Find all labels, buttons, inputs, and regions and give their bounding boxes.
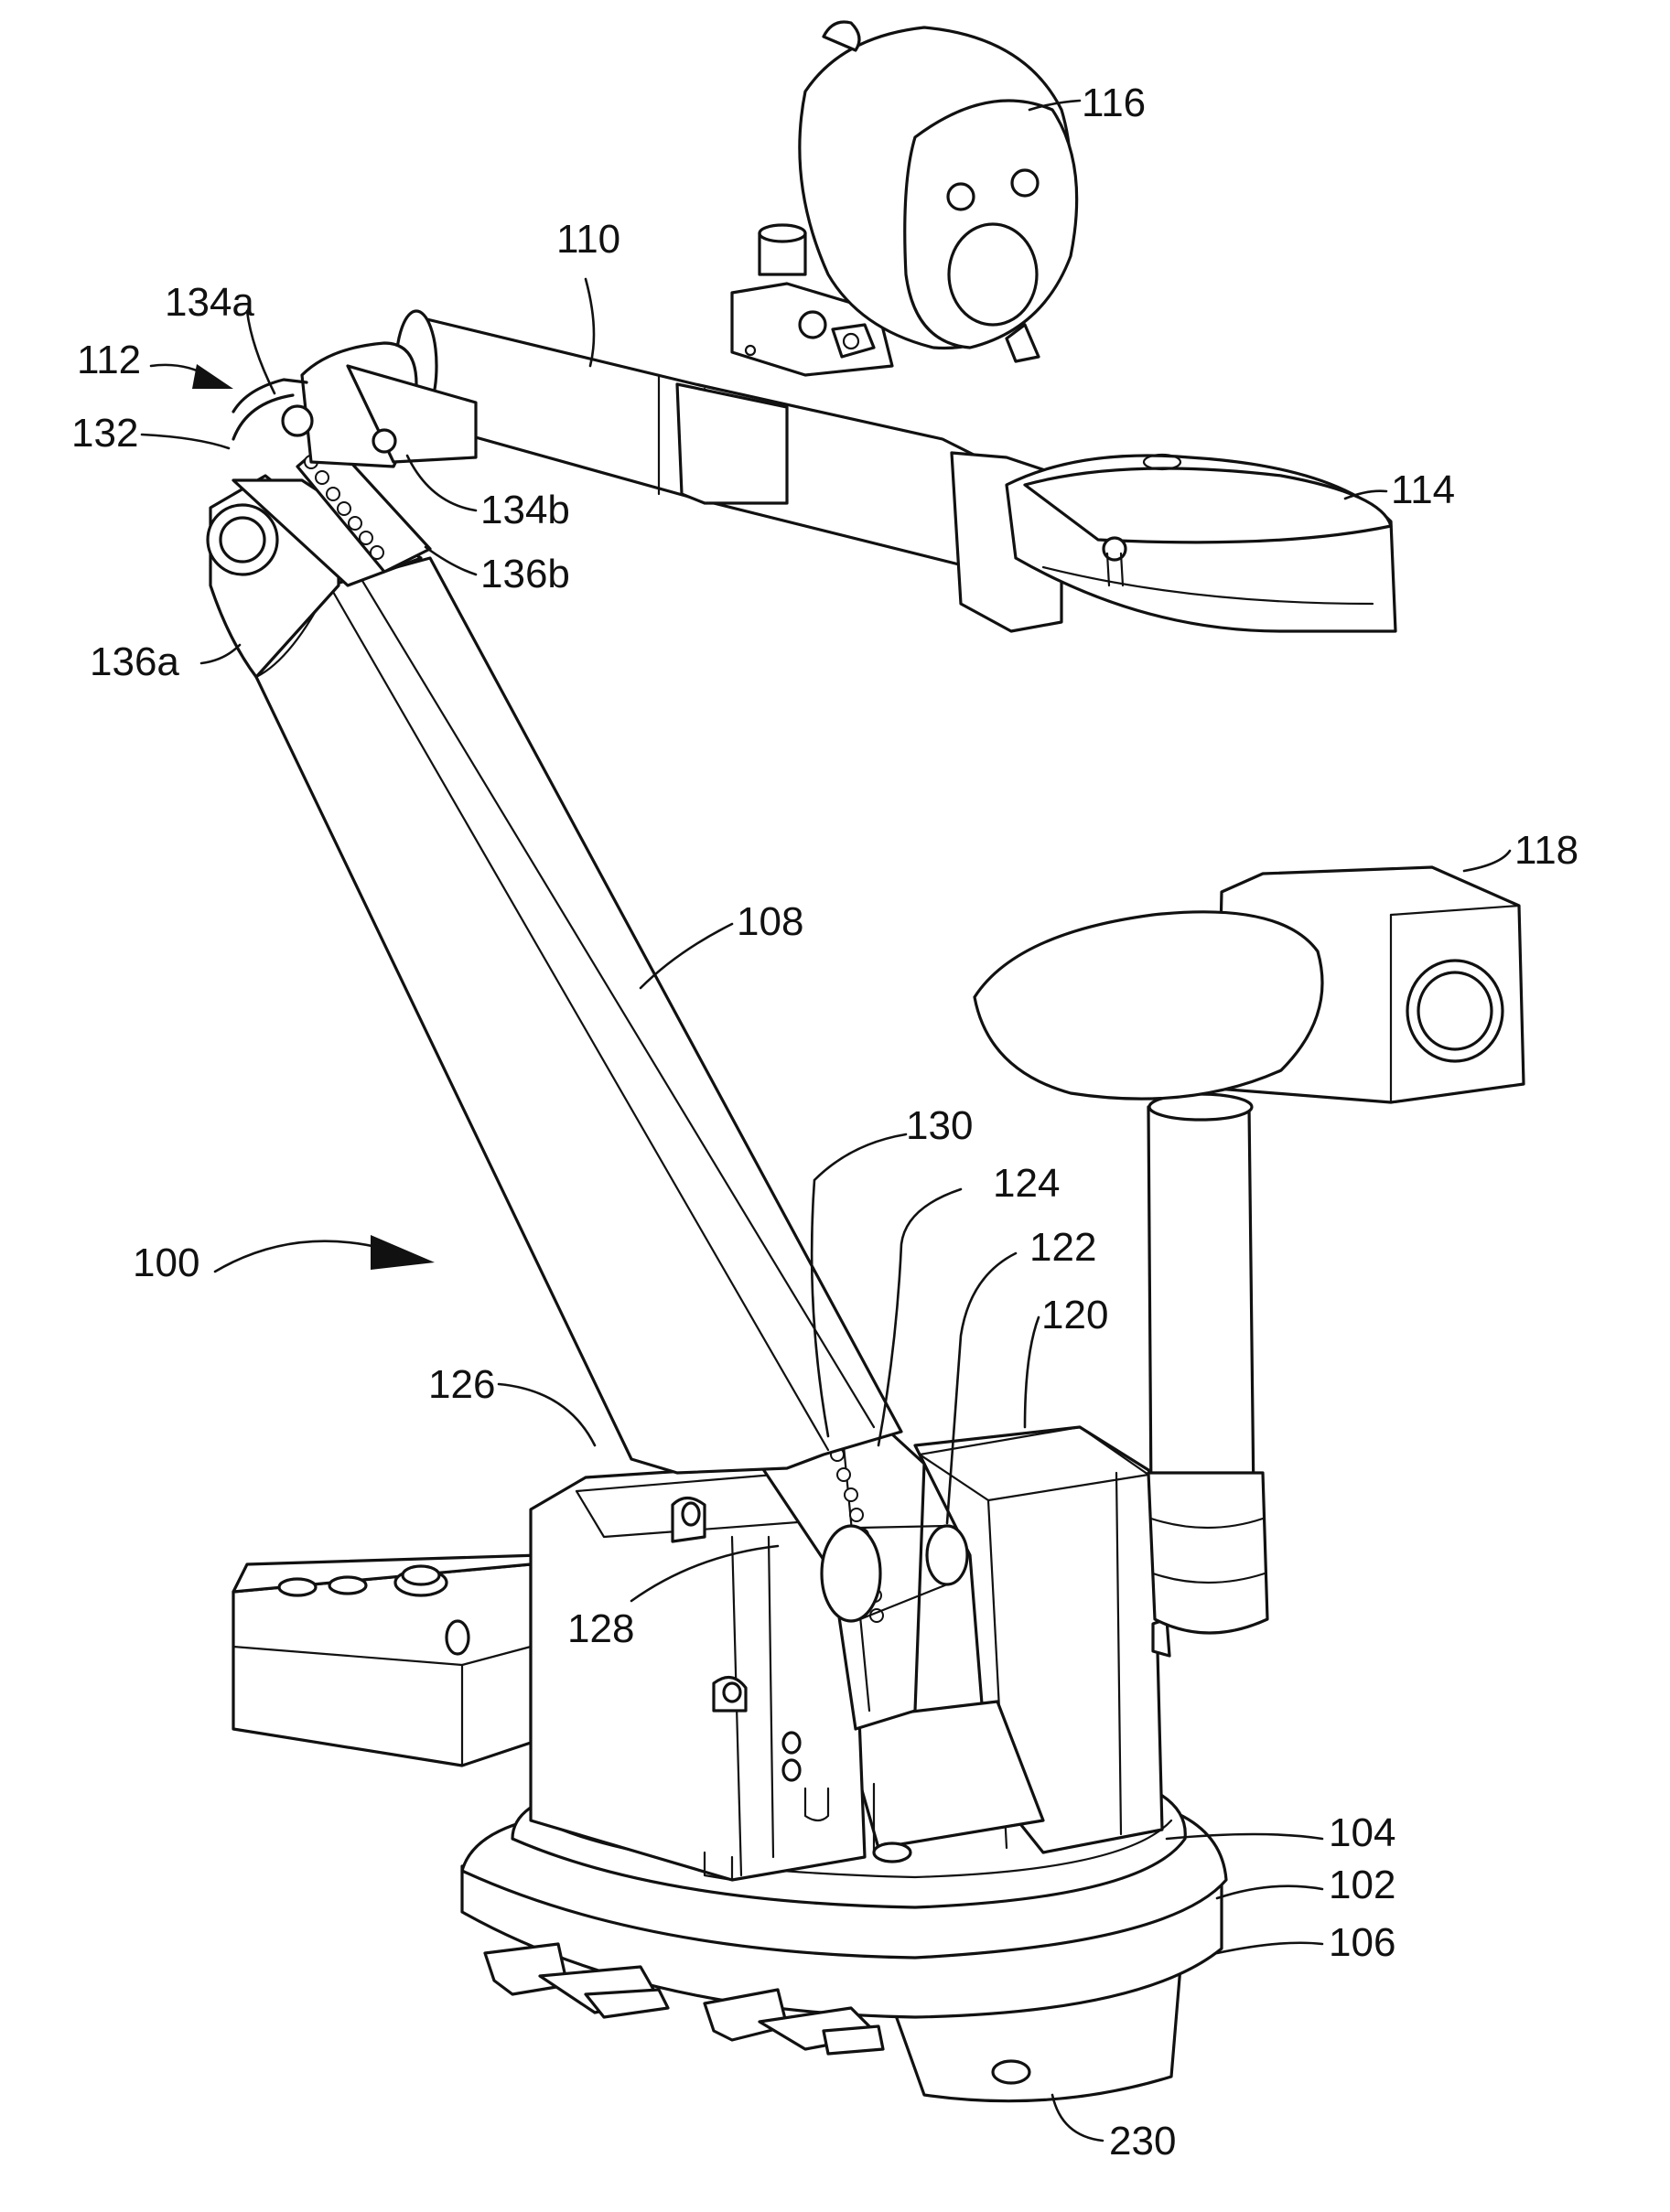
- label-118: 118: [1514, 828, 1578, 873]
- label-134a: 134a: [165, 280, 254, 325]
- rear-mast: [1147, 1092, 1269, 1635]
- clamp-right: [703, 1988, 885, 2056]
- label-102: 102: [1329, 1863, 1395, 1907]
- arrow-112: [149, 363, 233, 389]
- label-126: 126: [428, 1362, 495, 1407]
- upper-arm: [232, 223, 1397, 633]
- label-122: 122: [1029, 1225, 1096, 1270]
- label-130: 130: [906, 1103, 973, 1148]
- leader-lines: [140, 99, 1512, 2142]
- label-230: 230: [1109, 2119, 1176, 2164]
- label-114: 114: [1391, 467, 1455, 512]
- label-110: 110: [556, 217, 620, 262]
- label-112: 112: [77, 338, 141, 382]
- label-136b: 136b: [480, 552, 570, 596]
- label-132: 132: [71, 411, 138, 456]
- reference-labels: 116 110 134a 112 132 114 134b 136b 136a …: [71, 81, 1578, 2164]
- pan-tilt-camera: [798, 20, 1079, 363]
- control-box: [232, 1553, 542, 1767]
- label-128: 128: [567, 1606, 634, 1651]
- clamp-left: [483, 1942, 670, 2019]
- label-124: 124: [993, 1161, 1060, 1206]
- label-134b: 134b: [480, 488, 570, 532]
- label-108: 108: [737, 899, 803, 944]
- label-136a: 136a: [90, 639, 179, 684]
- label-106: 106: [1329, 1920, 1395, 1965]
- label-100: 100: [133, 1240, 199, 1285]
- label-120: 120: [1041, 1293, 1108, 1337]
- rear-camera: [973, 865, 1525, 1104]
- label-116: 116: [1082, 81, 1146, 125]
- arrow-100: [213, 1235, 435, 1273]
- label-104: 104: [1329, 1810, 1395, 1855]
